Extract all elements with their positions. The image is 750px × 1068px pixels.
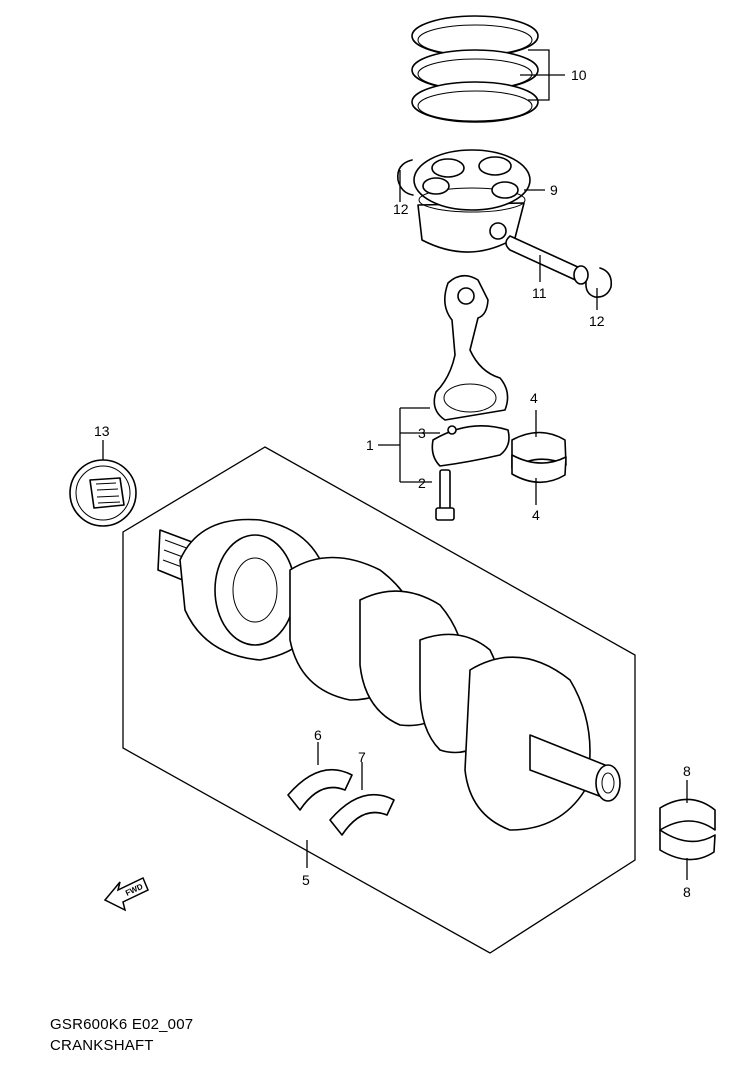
conrod-bearing [511,431,567,484]
piston-pin [505,235,589,285]
circlip-lower [585,267,613,298]
diagram-code: GSR600K6 E02_007 [50,1016,194,1033]
thrust-bearing-7 [329,793,395,836]
callout-13: 13 [94,423,110,439]
callout-8-lower: 8 [683,884,691,900]
callout-2: 2 [418,475,426,491]
crankshaft [157,518,621,831]
conrod-bolt [435,469,455,521]
diagram-title: CRANKSHAFT [50,1037,154,1054]
callout-7: 7 [358,749,366,765]
callout-12-lower: 12 [589,313,605,329]
thrust-bearing-6 [287,768,353,811]
leader-lines [102,49,688,880]
crank-sprocket [69,459,137,527]
callout-3: 3 [418,425,426,441]
crankshaft-group-box [122,446,636,954]
callout-5: 5 [302,872,310,888]
circlip-upper [396,159,414,196]
forward-arrow-icon: FWD [103,876,149,912]
callout-4-lower: 4 [532,507,540,523]
callout-12-upper: 12 [393,201,409,217]
callout-4-upper: 4 [530,390,538,406]
callout-6: 6 [314,727,322,743]
piston-rings [411,15,539,123]
callout-9: 9 [550,182,558,198]
connecting-rod [431,274,510,467]
callout-10: 10 [571,67,587,83]
main-bearing [659,798,716,861]
callout-11: 11 [532,285,547,301]
callout-8-upper: 8 [683,763,691,779]
callout-1: 1 [366,437,374,453]
piston [413,149,531,253]
